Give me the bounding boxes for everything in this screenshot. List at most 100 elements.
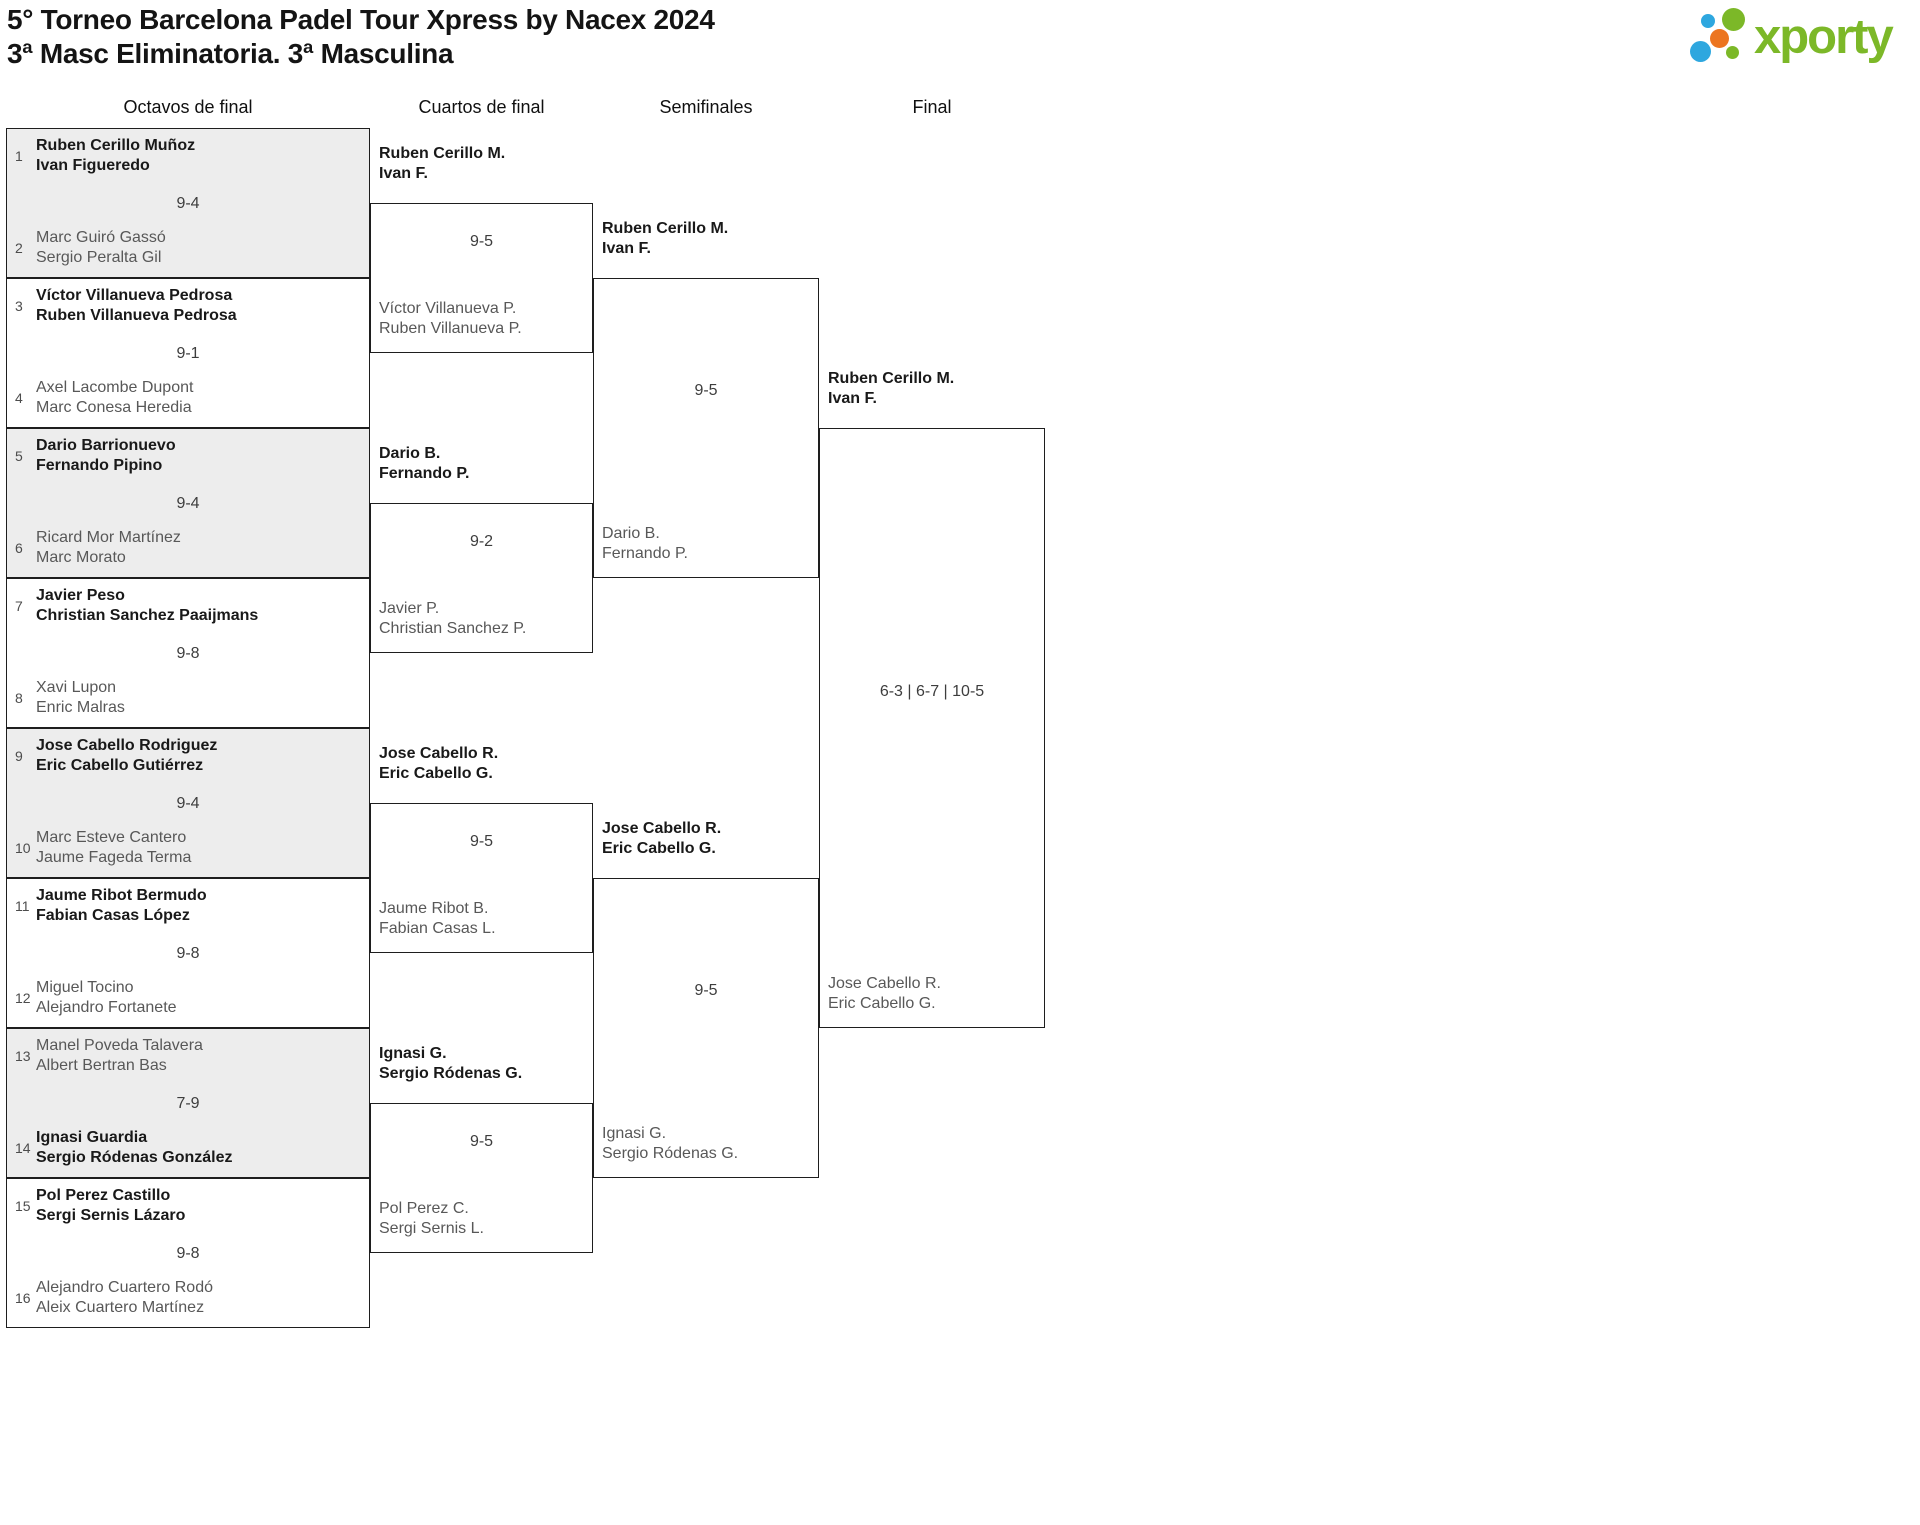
player-name: Marc Guiró Gassó — [36, 229, 166, 246]
team-entry: 11 Jaume Ribot Bermudo Fabian Casas Lópe… — [15, 886, 363, 926]
team-players: Javier Peso Christian Sanchez Paaijmans — [36, 586, 258, 626]
team-entry: 15 Pol Perez Castillo Sergi Sernis Lázar… — [15, 1186, 363, 1226]
match-cuartos-1: Ruben Cerillo M. Ivan F. 9-5 Víctor Vill… — [370, 145, 593, 353]
player-name: Eric Cabello Gutiérrez — [36, 757, 204, 774]
seed-number: 14 — [15, 1140, 31, 1156]
team-entry: 10 Marc Esteve Cantero Jaume Fageda Term… — [15, 828, 363, 868]
team-players: Alejandro Cuartero Rodó Aleix Cuartero M… — [36, 1278, 213, 1318]
team-players: Ignasi G. Sergio Ródenas G. — [602, 1124, 738, 1164]
player-name: Fabian Casas López — [36, 907, 190, 924]
match-score: 9-2 — [469, 533, 494, 550]
team-players: Jose Cabello R. Eric Cabello G. — [379, 744, 498, 784]
match-semifinal-1: Ruben Cerillo M. Ivan F. 9-5 Dario B. Fe… — [593, 220, 819, 578]
player-name: Marc Morato — [36, 549, 126, 566]
seed-number: 9 — [15, 748, 23, 764]
team-entry: 7 Javier Peso Christian Sanchez Paaijman… — [15, 586, 363, 626]
team-entry: 16 Alejandro Cuartero Rodó Aleix Cuarter… — [15, 1278, 363, 1318]
player-name: Christian Sanchez Paaijmans — [36, 607, 259, 624]
team-players: Jose Cabello Rodriguez Eric Cabello Guti… — [36, 736, 217, 776]
xporty-logo[interactable]: xporty — [1690, 5, 1916, 75]
player-name: Sergio Ródenas González — [36, 1149, 233, 1166]
match-score: 9-8 — [176, 945, 200, 962]
player-name: Fernando P. — [379, 465, 470, 482]
team-entry: 4 Axel Lacombe Dupont Marc Conesa Heredi… — [15, 378, 363, 418]
player-name: Enric Malras — [36, 699, 125, 716]
team-players: Ricard Mor Martínez Marc Morato — [36, 528, 181, 568]
player-name: Marc Esteve Cantero — [36, 829, 187, 846]
seed-number: 13 — [15, 1048, 31, 1064]
team-players: Javier P. Christian Sanchez P. — [379, 599, 526, 639]
seed-number: 2 — [15, 240, 23, 256]
player-name: Jose Cabello R. — [602, 820, 722, 837]
team-players: Ruben Cerillo Muñoz Ivan Figueredo — [36, 136, 195, 176]
team-players: Marc Guiró Gassó Sergio Peralta Gil — [36, 228, 166, 268]
player-name: Pol Perez Castillo — [36, 1187, 171, 1204]
category-subtitle: 3ª Masc Eliminatoria. 3ª Masculina — [7, 38, 454, 69]
player-name: Ignasi G. — [379, 1045, 447, 1062]
match-octavos-7: 13 Manel Poveda Talavera Albert Bertran … — [6, 1028, 370, 1178]
player-name: Sergi Sernis L. — [379, 1220, 484, 1237]
team-players: Jose Cabello R. Eric Cabello G. — [602, 819, 721, 859]
seed-number: 1 — [15, 148, 23, 164]
player-name: Miguel Tocino — [36, 979, 134, 996]
match-cuartos-2: Dario B. Fernando P. 9-2 Javier P. Chris… — [370, 445, 593, 653]
match-cuartos-4: Ignasi G. Sergio Ródenas G. 9-5 Pol Pere… — [370, 1045, 593, 1253]
player-name: Ruben Cerillo M. — [602, 220, 729, 237]
player-name: Ignasi G. — [602, 1125, 667, 1142]
player-name: Fernando Pipino — [36, 457, 163, 474]
team-players: Ignasi G. Sergio Ródenas G. — [379, 1044, 522, 1084]
player-name: Jaume Fageda Terma — [36, 849, 192, 866]
match-score: 9-5 — [694, 382, 718, 399]
player-name: Fabian Casas L. — [379, 920, 496, 937]
player-name: Jose Cabello R. — [828, 975, 941, 992]
team-entry: 3 Víctor Villanueva Pedrosa Ruben Villan… — [15, 286, 363, 326]
player-name: Ivan F. — [379, 165, 428, 182]
round-header-final: Final — [912, 97, 952, 117]
team-entry: 6 Ricard Mor Martínez Marc Morato — [15, 528, 363, 568]
player-name: Sergio Ródenas G. — [602, 1145, 739, 1162]
team-entry: 1 Ruben Cerillo Muñoz Ivan Figueredo — [15, 136, 363, 176]
seed-number: 4 — [15, 390, 23, 406]
player-name: Alejandro Fortanete — [36, 999, 177, 1016]
team-players: Miguel Tocino Alejandro Fortanete — [36, 978, 177, 1018]
team-players: Jaume Ribot Bermudo Fabian Casas López — [36, 886, 207, 926]
match-score: 9-8 — [176, 645, 200, 662]
match-octavos-5: 9 Jose Cabello Rodriguez Eric Cabello Gu… — [6, 728, 370, 878]
seed-number: 6 — [15, 540, 23, 556]
team-entry: 5 Dario Barrionuevo Fernando Pipino — [15, 436, 363, 476]
player-name: Dario B. — [379, 445, 441, 462]
team-players: Víctor Villanueva Pedrosa Ruben Villanue… — [36, 286, 237, 326]
player-name: Aleix Cuartero Martínez — [36, 1299, 205, 1316]
match-final: Ruben Cerillo M. Ivan F. 6-3 | 6-7 | 10-… — [819, 370, 1045, 1028]
logo-dot-icon — [1690, 41, 1711, 62]
player-name: Alejandro Cuartero Rodó — [36, 1279, 213, 1296]
team-players: Jaume Ribot B. Fabian Casas L. — [379, 899, 496, 939]
team-players: Ruben Cerillo M. Ivan F. — [828, 369, 954, 409]
round-header-octavos: Octavos de final — [123, 97, 253, 117]
round-header-cuartos: Cuartos de final — [418, 97, 545, 117]
player-name: Ruben Cerillo M. — [828, 370, 955, 387]
player-name: Ivan F. — [828, 390, 877, 407]
team-players: Jose Cabello R. Eric Cabello G. — [828, 974, 941, 1014]
team-entry: 9 Jose Cabello Rodriguez Eric Cabello Gu… — [15, 736, 363, 776]
team-players: Dario B. Fernando P. — [379, 444, 469, 484]
team-players: Ruben Cerillo M. Ivan F. — [379, 144, 505, 184]
seed-number: 16 — [15, 1290, 31, 1306]
match-octavos-8: 15 Pol Perez Castillo Sergi Sernis Lázar… — [6, 1178, 370, 1328]
player-name: Marc Conesa Heredia — [36, 399, 192, 416]
player-name: Sergio Peralta Gil — [36, 249, 162, 266]
team-entry: 13 Manel Poveda Talavera Albert Bertran … — [15, 1036, 363, 1076]
seed-number: 5 — [15, 448, 23, 464]
match-score: 9-5 — [694, 982, 718, 999]
player-name: Víctor Villanueva P. — [379, 300, 517, 317]
player-name: Jose Cabello R. — [379, 745, 499, 762]
player-name: Ivan Figueredo — [36, 157, 150, 174]
match-score: 9-4 — [176, 495, 200, 512]
logo-dot-icon — [1701, 14, 1715, 28]
logo-wordmark: xporty — [1754, 10, 1894, 64]
team-players: Manel Poveda Talavera Albert Bertran Bas — [36, 1036, 203, 1076]
tournament-title: 5° Torneo Barcelona Padel Tour Xpress by… — [7, 4, 715, 35]
player-name: Ruben Villanueva P. — [379, 320, 522, 337]
seed-number: 12 — [15, 990, 31, 1006]
team-players: Pol Perez Castillo Sergi Sernis Lázaro — [36, 1186, 185, 1226]
